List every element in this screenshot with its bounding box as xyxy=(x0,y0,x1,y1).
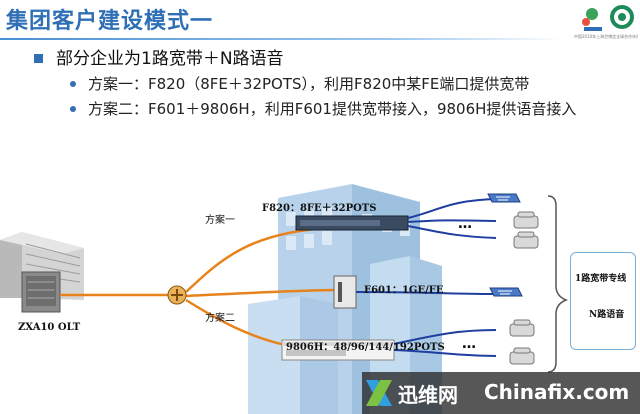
olt-rack-icon xyxy=(21,271,61,313)
bullet-option1: 方案一：F820（8FE＋32POTS），利用F820中某FE端口提供宽带 xyxy=(66,74,618,95)
watermark-en: Chinafix.com xyxy=(484,380,630,404)
dot-bullet-icon xyxy=(70,81,76,87)
branch1-label: 方案一 xyxy=(205,215,235,226)
callout-line2: N路语音 xyxy=(589,310,625,320)
phone-icon xyxy=(509,319,535,337)
callout-box: 1路宽带专线 N路语音 xyxy=(570,252,636,350)
switch-icon xyxy=(489,287,523,297)
h9806-device-icon xyxy=(281,339,395,361)
right-brace-icon xyxy=(547,195,569,373)
watermark-cn: 迅维网 xyxy=(398,383,458,407)
watermark-banner: 迅维网 Chinafix.com xyxy=(362,372,640,414)
phone-icon xyxy=(509,347,535,365)
bullet-option2-text: 方案二：F601＋9806H，利用F601提供宽带接入，9806H提供语音接入 xyxy=(88,100,577,118)
callout-line1: 1路宽带专线 xyxy=(575,274,627,284)
watermark-logo-icon xyxy=(366,380,392,406)
h9806-label: 9806H：48/96/144/192POTS xyxy=(286,342,445,353)
bullet-main: 部分企业为1路宽带＋N路语音 xyxy=(30,48,620,70)
bullet-list: 部分企业为1路宽带＋N路语音 方案一：F820（8FE＋32POTS），利用F8… xyxy=(30,48,620,120)
f820-label: F820：8FE＋32POTS xyxy=(262,203,377,214)
ellipsis-bottom: … xyxy=(462,336,477,352)
square-bullet-icon xyxy=(34,54,43,63)
logo-caption: 中国2010年上海世博会全球合作伙伴 xyxy=(574,34,638,39)
switch-icon xyxy=(487,193,521,203)
bullet-option2: 方案二：F601＋9806H，利用F601提供宽带接入，9806H提供语音接入 xyxy=(66,99,618,120)
expo-logo-icon xyxy=(582,5,634,31)
bullet-option1-text: 方案一：F820（8FE＋32POTS），利用F820中某FE端口提供宽带 xyxy=(88,75,530,93)
olt-label: ZXA10 OLT xyxy=(18,322,81,333)
dot-bullet-icon xyxy=(70,106,76,112)
branch2-label: 方案二 xyxy=(205,313,235,324)
ellipsis-top: … xyxy=(458,216,473,232)
slide-title: 集团客户建设模式一 xyxy=(6,9,214,34)
f601-label: F601：1GE/FE xyxy=(364,285,444,296)
bullet-main-text: 部分企业为1路宽带＋N路语音 xyxy=(56,49,284,69)
splitter-icon xyxy=(167,285,187,305)
title-divider xyxy=(0,38,562,40)
f601-device-icon xyxy=(333,275,357,309)
f820-device-icon xyxy=(295,215,409,231)
phone-icon xyxy=(513,231,539,249)
phone-icon xyxy=(513,211,539,229)
building-low-icon xyxy=(248,296,338,414)
